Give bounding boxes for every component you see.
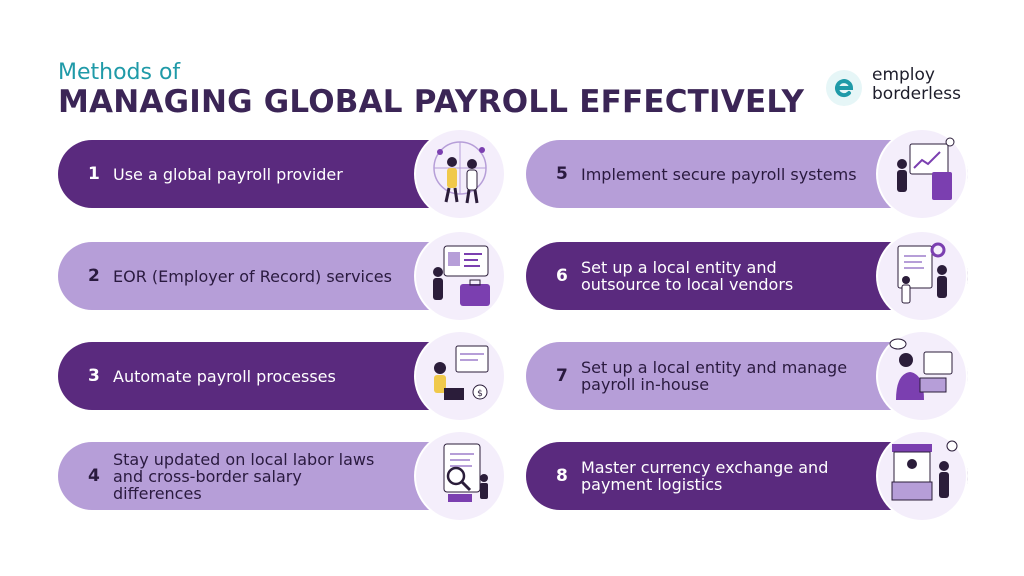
svg-text:$: $ [477,389,483,399]
method-number: 3 [88,366,100,386]
currency-exchange-illustration-icon [876,430,968,522]
method-label: Set up a local entity and manage payroll… [581,358,848,394]
method-label: Automate payroll processes [113,366,336,386]
logo-line-2: borderless [872,84,962,104]
method-label: Stay updated on local labor laws and cro… [113,449,375,503]
method-number: 6 [556,266,568,286]
employee-id-briefcase-illustration-icon [414,230,506,322]
method-number: 7 [556,366,568,386]
method-number: 1 [88,164,100,184]
method-number: 2 [88,266,100,286]
method-number: 5 [556,164,568,184]
method-label: Set up a local entity and outsource to l… [581,258,794,294]
in-house-payroll-illustration-icon [876,330,968,422]
method-number: 4 [88,466,100,486]
logo-line-1: employ [872,65,935,85]
brand-logo: employ borderless [826,66,976,112]
method-number: 8 [556,466,568,486]
legal-document-illustration-icon [414,430,506,522]
payroll-automation-illustration-icon: $ [414,330,506,422]
logo-wordmark: employ borderless [872,66,961,104]
page-title: MANAGING GLOBAL PAYROLL EFFECTIVELY [58,84,805,120]
secure-system-illustration-icon [876,128,968,220]
method-label: Implement secure payroll systems [581,164,857,184]
method-label: Master currency exchange and payment log… [581,458,829,494]
vendor-outsourcing-illustration-icon [876,230,968,322]
method-label: EOR (Employer of Record) services [113,266,392,286]
global-team-illustration-icon [414,128,506,220]
logo-mark-icon [826,70,862,106]
method-label: Use a global payroll provider [113,164,343,184]
page-subtitle: Methods of [58,60,181,85]
